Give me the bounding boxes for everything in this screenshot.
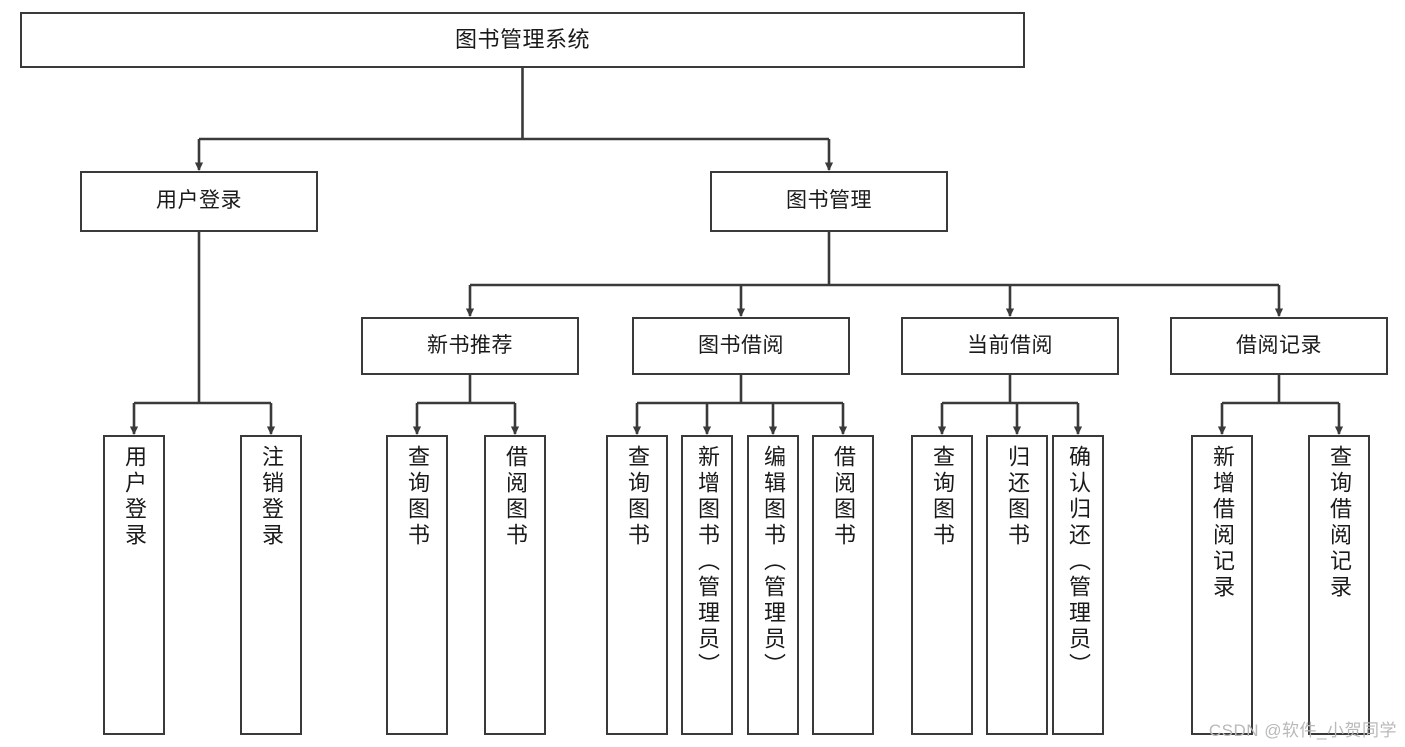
node-label: 查询图书 [625, 445, 650, 549]
node-label: 借阅记录 [1236, 333, 1322, 357]
node-label: 图书借阅 [698, 333, 784, 357]
connector-edges [129, 68, 1344, 435]
node-label: 归还图书 [1005, 445, 1030, 549]
node-leaf-user-logout[interactable]: 注销登录 [240, 435, 302, 735]
node-book-borrowing[interactable]: 图书借阅 [632, 317, 850, 375]
node-book-management[interactable]: 图书管理 [710, 171, 948, 232]
node-label: 确认归还（管理员） [1066, 445, 1091, 679]
node-label: 查询图书 [405, 445, 430, 549]
node-leaf-borrow-book-borrowing[interactable]: 借阅图书 [812, 435, 874, 735]
node-label: 注销登录 [259, 445, 284, 549]
node-label: 借阅图书 [831, 445, 856, 549]
node-user-login[interactable]: 用户登录 [80, 171, 318, 232]
node-leaf-confirm-return-admin[interactable]: 确认归还（管理员） [1052, 435, 1104, 735]
node-label: 查询图书 [930, 445, 955, 549]
node-leaf-query-book-current[interactable]: 查询图书 [911, 435, 973, 735]
node-label: 新书推荐 [427, 333, 513, 357]
node-label: 用户登录 [156, 189, 242, 213]
node-label: 新增借阅记录 [1210, 445, 1235, 601]
node-label: 新增图书（管理员） [695, 445, 720, 679]
node-label: 编辑图书（管理员） [761, 445, 786, 679]
node-label: 图书管理系统 [454, 27, 590, 53]
node-label: 用户登录 [122, 445, 147, 549]
node-new-book-recommendation[interactable]: 新书推荐 [361, 317, 579, 375]
node-leaf-edit-book-admin[interactable]: 编辑图书（管理员） [747, 435, 799, 735]
node-label: 图书管理 [786, 189, 872, 213]
node-leaf-add-book-admin[interactable]: 新增图书（管理员） [681, 435, 733, 735]
node-leaf-query-book-borrowing[interactable]: 查询图书 [606, 435, 668, 735]
node-leaf-borrow-book-recommendation[interactable]: 借阅图书 [484, 435, 546, 735]
node-book-management-system[interactable]: 图书管理系统 [20, 12, 1025, 68]
node-label: 查询借阅记录 [1327, 445, 1352, 601]
node-leaf-query-book-recommendation[interactable]: 查询图书 [386, 435, 448, 735]
node-borrowing-records[interactable]: 借阅记录 [1170, 317, 1388, 375]
watermark: CSDN @软件_小贺同学 [1208, 721, 1397, 740]
node-current-borrowing[interactable]: 当前借阅 [901, 317, 1119, 375]
node-leaf-add-borrowing-record[interactable]: 新增借阅记录 [1191, 435, 1253, 735]
node-leaf-user-login[interactable]: 用户登录 [103, 435, 165, 735]
node-label: 借阅图书 [503, 445, 528, 549]
node-leaf-return-book[interactable]: 归还图书 [986, 435, 1048, 735]
node-label: 当前借阅 [967, 333, 1053, 357]
node-leaf-query-borrowing-record[interactable]: 查询借阅记录 [1308, 435, 1370, 735]
